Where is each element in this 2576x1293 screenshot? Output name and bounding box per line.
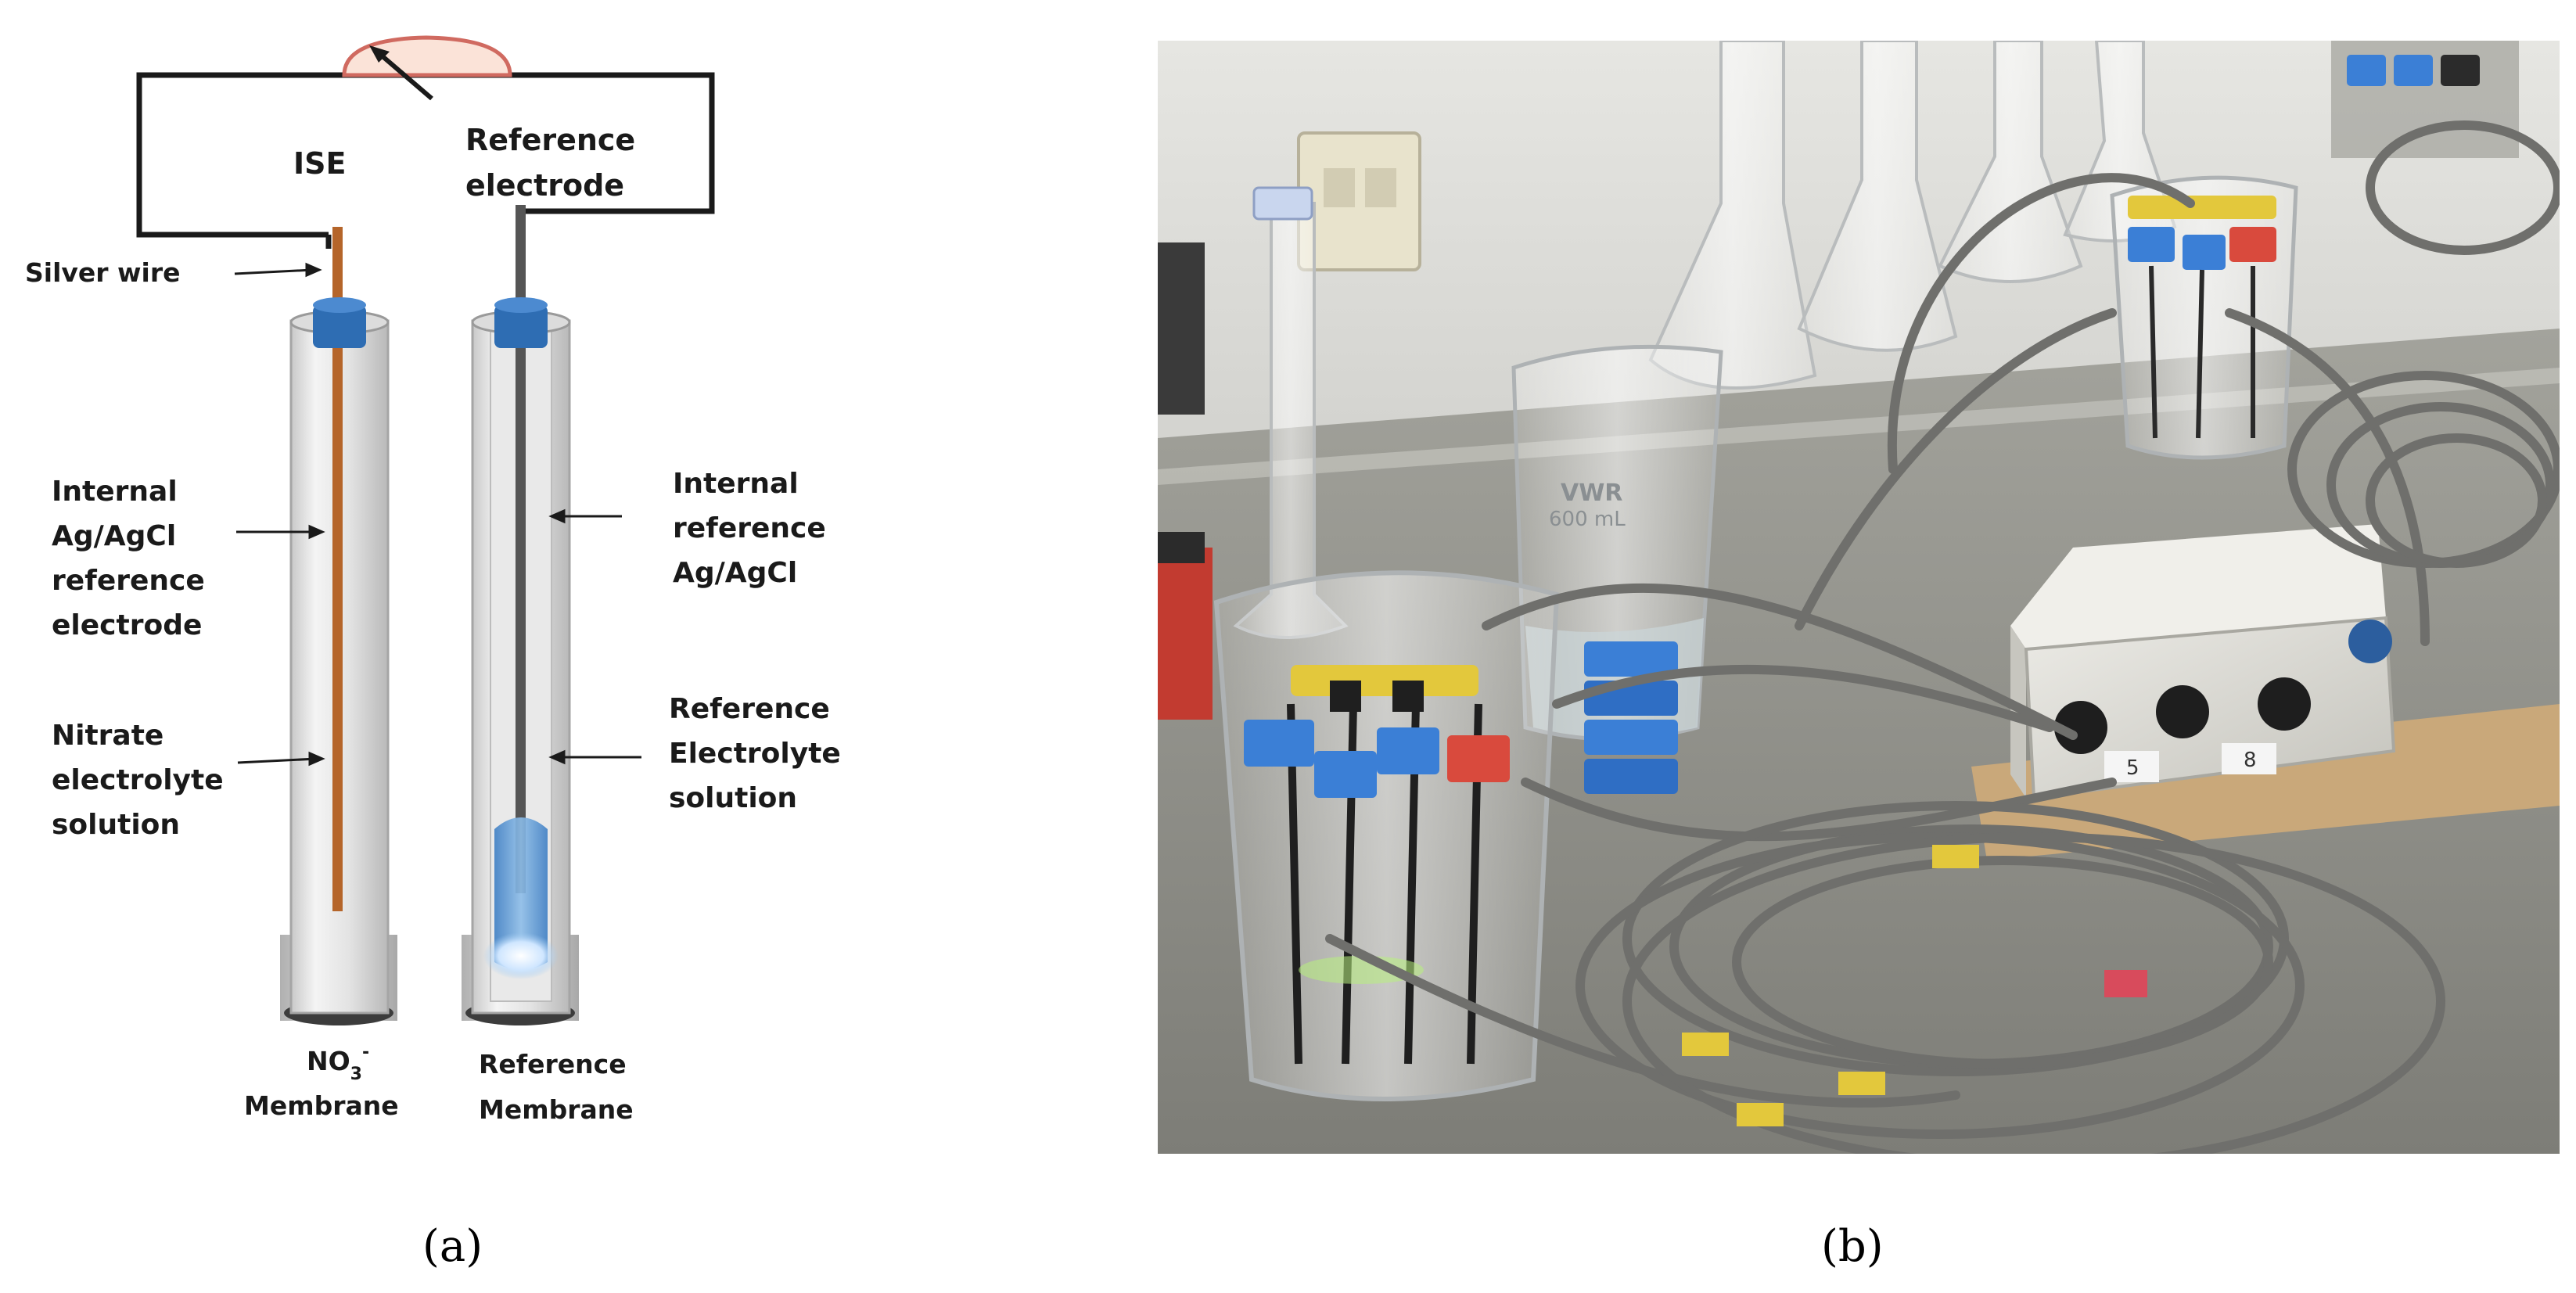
beaker-volume: 600 mL	[1549, 508, 1626, 531]
label-nitrate-2: electrolyte	[52, 764, 224, 796]
circuit-wire	[136, 72, 715, 249]
label-internal-ref-1: Internal	[52, 476, 178, 508]
beaker-600ml: VWR 600 mL	[1511, 344, 1723, 742]
label-internal-reference-3: Ag/AgCl	[673, 557, 797, 589]
label-ise: ISE	[293, 146, 346, 181]
label-reference-membrane-2: Membrane	[479, 1094, 634, 1125]
label-internal-ref-4: electrode	[52, 609, 202, 641]
label-nitrate-3: solution	[52, 809, 180, 841]
label-reference-electrode-1: Reference	[465, 123, 635, 157]
label-reference-electrolyte-3: solution	[669, 782, 797, 814]
arrow-pointer-icon	[369, 45, 390, 63]
label-internal-reference-2: reference	[673, 512, 826, 544]
junction-box: 5 8	[2010, 524, 2396, 800]
ise-electrode	[280, 227, 397, 1025]
label-reference-electrolyte-1: Reference	[669, 693, 830, 725]
sensor-beaker-front	[1213, 570, 1560, 1101]
label-reference-membrane-1: Reference	[479, 1049, 627, 1079]
caption-b: (b)	[1821, 1221, 1884, 1272]
label-internal-ref-3: reference	[52, 565, 205, 597]
label-pointers	[234, 262, 641, 767]
panel-a-schematic: ISE Reference electrode Silver wire Inte…	[25, 35, 841, 1125]
label-internal-ref-2: Ag/AgCl	[52, 520, 176, 552]
label-reference-electrode-2: electrode	[465, 168, 624, 203]
electrode-cap	[313, 305, 366, 348]
reference-electrode	[462, 205, 579, 1025]
reference-electrolyte	[494, 817, 548, 970]
cable-coils	[1325, 120, 2560, 1154]
internal-reference-wire	[516, 205, 526, 893]
silver-wire	[332, 227, 343, 911]
cable-tags	[1682, 845, 2147, 1126]
no3-formula: NO3-	[307, 1043, 369, 1084]
label-silver-wire: Silver wire	[25, 257, 181, 288]
wall-socket	[1297, 131, 1421, 271]
label-nitrate-1: Nitrate	[52, 720, 163, 752]
no3-membrane-word: Membrane	[244, 1090, 399, 1121]
electrode-cap	[494, 305, 548, 348]
glass-flasks	[1233, 41, 2177, 639]
port-label-8: 8	[2244, 749, 2257, 772]
sensor-beaker-back	[2110, 175, 2298, 460]
label-internal-reference-1: Internal	[673, 468, 799, 500]
caption-a: (a)	[422, 1221, 483, 1272]
panel-b-photo: VWR 600 mL	[1158, 41, 2560, 1154]
beaker-brand: VWR	[1561, 479, 1622, 507]
label-reference-electrolyte-2: Electrolyte	[669, 738, 841, 770]
port-label-5: 5	[2126, 756, 2139, 780]
galvanometer-icon	[342, 35, 512, 101]
label-no3-membrane: NO3- Membrane	[244, 1043, 399, 1121]
